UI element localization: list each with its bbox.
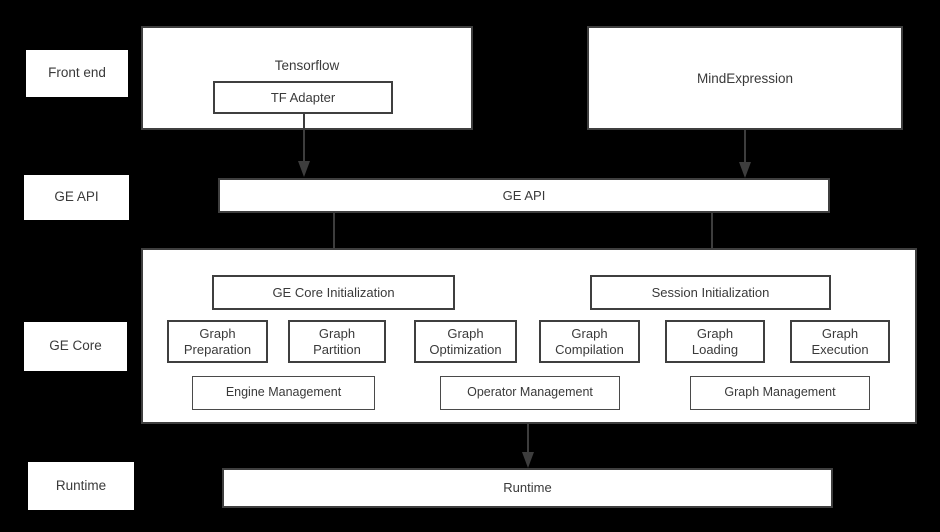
ge-api-bar[interactable]: GE API	[218, 178, 830, 213]
frontend-frame-title: MindExpression	[696, 71, 794, 86]
manager-operator-management[interactable]: Operator Management	[440, 376, 620, 410]
node-label: Graph Preparation	[183, 325, 252, 357]
stage-label-text: GE Core	[49, 338, 102, 354]
arrow-tf-adapter-to-ge-api	[294, 113, 314, 179]
stage-label-text: GE API	[54, 189, 99, 205]
node-label: Engine Management	[225, 385, 342, 400]
ge-api-label: GE API	[502, 187, 546, 203]
manager-engine-management[interactable]: Engine Management	[192, 376, 375, 410]
module-graph-execution[interactable]: Graph Execution	[790, 320, 890, 363]
node-label: Graph Optimization	[429, 325, 502, 357]
ge-core-initialization-node[interactable]: GE Core Initialization	[212, 275, 455, 310]
frontend-frame-mindexpression: MindExpression	[587, 26, 903, 130]
stage-label-text: Front end	[48, 65, 106, 81]
frontend-frame-title: Tensorflow	[274, 58, 340, 73]
stage-label-ge-api: GE API	[24, 175, 129, 220]
session-initialization-node[interactable]: Session Initialization	[590, 275, 831, 310]
node-label: Operator Management	[467, 385, 593, 400]
stage-label-ge-core: GE Core	[24, 322, 127, 371]
node-label: Graph Compilation	[555, 325, 624, 357]
node-label: Graph Loading	[691, 325, 739, 357]
module-graph-compilation[interactable]: Graph Compilation	[539, 320, 640, 363]
stage-label-runtime: Runtime	[28, 462, 134, 510]
module-graph-loading[interactable]: Graph Loading	[665, 320, 765, 363]
arrow-ge-core-to-runtime	[518, 424, 538, 470]
arrow-mindexpression-to-ge-api	[735, 130, 755, 180]
runtime-bar[interactable]: Runtime	[222, 468, 833, 508]
node-label: GE Core Initialization	[272, 284, 395, 300]
module-graph-optimization[interactable]: Graph Optimization	[414, 320, 517, 363]
stage-label-front-end: Front end	[26, 50, 128, 97]
tf-adapter-label: TF Adapter	[270, 89, 336, 105]
manager-graph-management[interactable]: Graph Management	[690, 376, 870, 410]
node-label: Session Initialization	[651, 284, 770, 300]
module-graph-partition[interactable]: Graph Partition	[288, 320, 386, 363]
stage-label-text: Runtime	[55, 477, 107, 493]
tf-adapter-node[interactable]: TF Adapter	[213, 81, 393, 114]
node-label: Graph Execution	[811, 325, 869, 357]
runtime-label: Runtime	[503, 480, 552, 496]
module-graph-preparation[interactable]: Graph Preparation	[167, 320, 268, 363]
node-label: Graph Partition	[313, 325, 361, 357]
node-label: Graph Management	[724, 385, 836, 400]
